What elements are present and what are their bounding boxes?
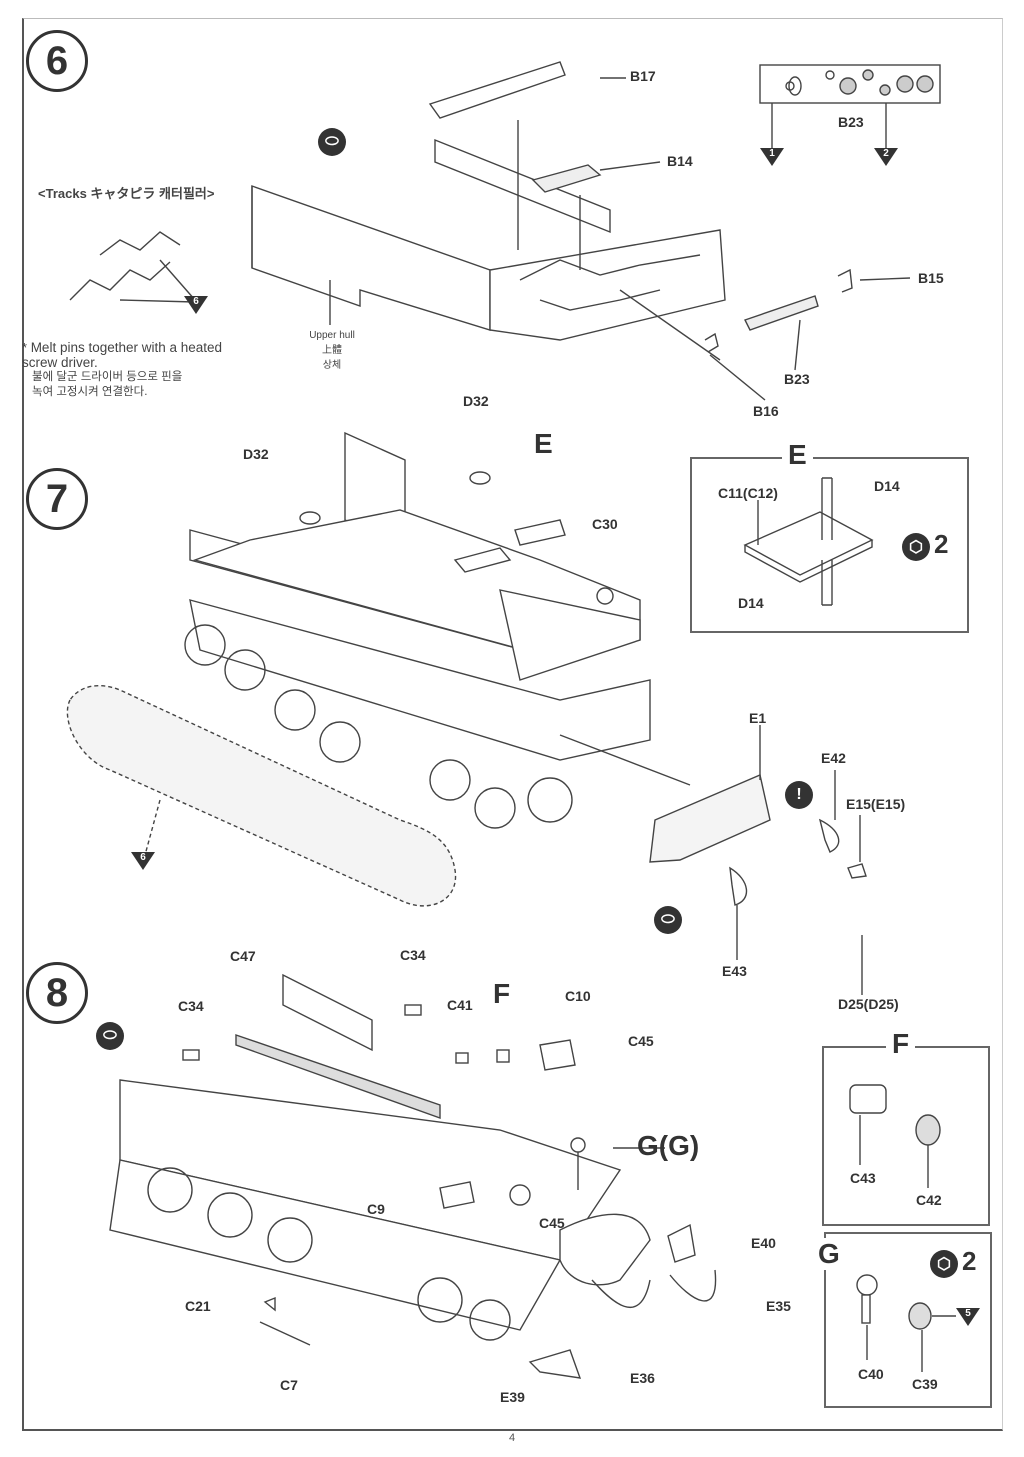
part-label-e35: E35	[766, 1298, 791, 1314]
subassembly-title-e: E	[782, 439, 813, 471]
part-label-d32-top: D32	[463, 393, 489, 409]
step-6-number: 6	[26, 30, 88, 92]
ref-number: 6	[140, 852, 146, 863]
make-count: 2	[934, 529, 949, 559]
note-bullet: *	[22, 340, 28, 355]
part-label-c40: C40	[858, 1366, 884, 1382]
part-label-d32-left: D32	[243, 446, 269, 462]
upper-hull-jp: 上體	[322, 345, 342, 356]
rear-armor-drawing	[559, 725, 867, 995]
g-subassembly-drawing	[856, 1274, 956, 1372]
part-label-d14-bottom: D14	[738, 595, 764, 611]
page-frame	[22, 18, 1003, 1431]
step8-hull-drawing	[109, 973, 717, 1379]
make-two-icon: ⬡	[930, 1250, 958, 1278]
part-label-b16: B16	[753, 403, 779, 419]
subassembly-title-f: F	[886, 1028, 916, 1060]
step-7-number: 7	[26, 468, 88, 530]
subassembly-title-g: G	[812, 1238, 846, 1270]
subassembly-callout-e: E	[534, 428, 553, 459]
part-label-e1: E1	[749, 710, 767, 726]
part-label-b23-panel: B23	[838, 114, 864, 130]
tracks-detail-drawing	[69, 231, 196, 303]
part-label-b23: B23	[784, 371, 810, 387]
warning-icon: !	[785, 781, 813, 809]
part-label-e39: E39	[500, 1389, 525, 1405]
part-label-e40: E40	[751, 1235, 776, 1251]
step-8-number: 8	[26, 962, 88, 1024]
part-label-c47: C47	[230, 948, 256, 964]
melt-pins-note: * Melt pins together with a heated screw…	[22, 340, 232, 400]
ref-triangle-2: 2	[874, 148, 898, 166]
part-label-e36: E36	[630, 1370, 655, 1386]
part-label-c9: C9	[367, 1201, 385, 1217]
ref-triangle-5: 5	[956, 1308, 980, 1326]
step7-hull-drawing	[184, 431, 651, 829]
upper-hull-en: Upper hull	[309, 330, 355, 341]
tracks-header: <Tracks キャタピラ 캐터필러>	[38, 186, 215, 201]
part-label-c21: C21	[185, 1298, 211, 1314]
part-label-d25: D25(D25)	[838, 996, 899, 1012]
part-label-c7: C7	[280, 1377, 298, 1393]
upper-hull-label: Upper hull 上體 상체	[300, 328, 364, 373]
track-belt-drawing	[66, 684, 457, 907]
b23-panel-drawing	[759, 64, 941, 148]
ref-triangle-track-6: 6	[131, 852, 155, 870]
make-count: 2	[962, 1246, 977, 1276]
ref-number: 6	[193, 296, 199, 307]
part-label-c10: C10	[565, 988, 591, 1004]
f-subassembly-drawing	[849, 1084, 941, 1188]
note-english: Melt pins together with a heated screw d…	[22, 340, 223, 370]
part-label-c34-left: C34	[178, 998, 204, 1014]
ref-triangle-6: 6	[184, 296, 208, 314]
part-label-c41: C41	[447, 997, 473, 1013]
upper-hull-drawing	[251, 61, 911, 401]
ref-number: 2	[883, 148, 889, 159]
part-label-e42: E42	[821, 750, 846, 766]
part-label-c42: C42	[916, 1192, 942, 1208]
part-label-d14-top: D14	[874, 478, 900, 494]
part-label-c30: C30	[592, 516, 618, 532]
page-number: 4	[508, 1432, 516, 1444]
ref-number: 1	[769, 148, 775, 159]
part-label-c11-c12: C11(C12)	[718, 485, 778, 501]
part-label-b17: B17	[630, 68, 656, 84]
upper-hull-ko: 상체	[322, 360, 342, 371]
cement-icon: ⬭	[318, 128, 346, 156]
subassembly-box-e: E C11(C12) D14 D14 ⬡ 2	[690, 439, 969, 633]
part-label-b15: B15	[918, 270, 944, 286]
part-label-c45-top: C45	[628, 1033, 654, 1049]
subassembly-box-g: G ⬡ 2 5 C40 C39	[812, 1232, 992, 1408]
part-label-c39: C39	[912, 1376, 938, 1392]
part-label-e43: E43	[722, 963, 747, 979]
cement-icon: ⬭	[96, 1022, 124, 1050]
subassembly-callout-g: G(G)	[637, 1130, 700, 1161]
cement-icon: ⬭	[654, 906, 682, 934]
part-label-c43: C43	[850, 1170, 876, 1186]
e-subassembly-drawing	[743, 477, 874, 606]
part-label-e15: E15(E15)	[846, 796, 906, 812]
note-korean-2: 녹여 고정시켜 연결한다.	[32, 386, 148, 398]
make-two-icon: ⬡	[902, 533, 930, 561]
part-label-c34-right: C34	[400, 947, 426, 963]
part-label-b14: B14	[667, 153, 693, 169]
note-korean-1: 불에 달군 드라이버 등으로 핀을	[32, 371, 183, 383]
ref-number: 5	[965, 1308, 971, 1319]
ref-triangle-1: 1	[760, 148, 784, 166]
subassembly-box-f: F C43 C42	[822, 1028, 990, 1226]
subassembly-callout-f: F	[493, 978, 511, 1009]
part-label-c45-bottom: C45	[539, 1215, 565, 1231]
